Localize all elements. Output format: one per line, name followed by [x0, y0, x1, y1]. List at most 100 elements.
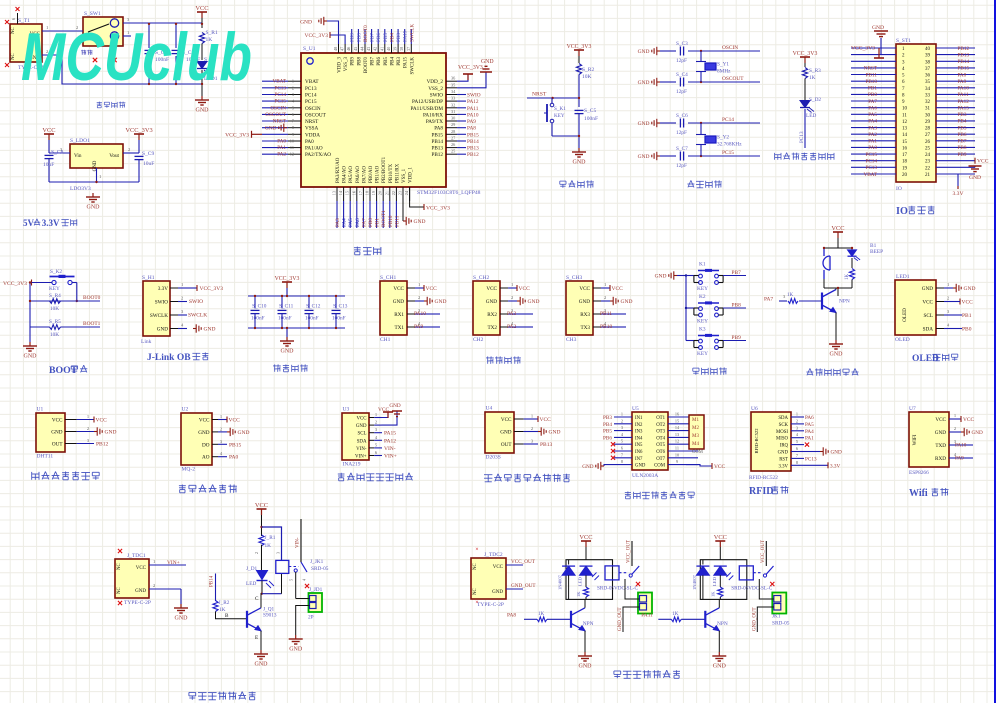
svg-text:IN4: IN4 — [635, 436, 643, 441]
svg-text:PA1: PA1 — [277, 145, 286, 151]
svg-text:DO: DO — [202, 442, 210, 448]
svg-text:VCC_3V3: VCC_3V3 — [793, 51, 818, 57]
svg-text:VCC: VCC — [519, 286, 531, 292]
svg-text:PA2: PA2 — [868, 132, 877, 138]
svg-text:GND: GND — [638, 49, 650, 55]
svg-text:12: 12 — [290, 152, 294, 157]
svg-text:S_C8: S_C8 — [51, 150, 63, 156]
svg-text:25: 25 — [451, 149, 455, 154]
svg-text:2: 2 — [128, 147, 130, 152]
svg-text:PA4: PA4 — [342, 218, 348, 227]
svg-text:22: 22 — [925, 166, 931, 171]
svg-text:VCC: VCC — [486, 286, 497, 292]
svg-text:GND: GND — [872, 25, 884, 31]
svg-text:VSS_2: VSS_2 — [428, 86, 443, 92]
svg-text:GND: GND — [492, 590, 503, 595]
svg-text:GND: GND — [922, 286, 933, 292]
svg-text:PB8: PB8 — [356, 33, 362, 42]
svg-text:10K: 10K — [50, 306, 59, 312]
svg-text:2P: 2P — [308, 615, 314, 621]
svg-text:1N4007: 1N4007 — [692, 574, 697, 590]
svg-text:GND: GND — [831, 450, 842, 456]
svg-text:PC15: PC15 — [305, 99, 317, 105]
svg-text:1: 1 — [181, 282, 183, 287]
svg-text:IN5: IN5 — [635, 443, 643, 448]
svg-text:VCC: VCC — [426, 286, 438, 292]
svg-text:5: 5 — [292, 105, 294, 110]
svg-text:VCC: VCC — [356, 417, 366, 422]
svg-text:PC15: PC15 — [274, 99, 286, 105]
svg-text:×: × — [475, 547, 478, 553]
svg-text:CH1: CH1 — [380, 337, 391, 343]
svg-text:GND: GND — [289, 647, 303, 653]
svg-text:13: 13 — [902, 127, 908, 132]
svg-text:35: 35 — [451, 82, 455, 87]
svg-text:RX1: RX1 — [394, 312, 404, 318]
svg-text:K2: K2 — [699, 294, 706, 300]
svg-text:J_JK1: J_JK1 — [310, 559, 324, 565]
svg-text:PA6: PA6 — [868, 106, 877, 112]
svg-text:2: 2 — [954, 426, 956, 431]
svg-text:1: 1 — [954, 413, 956, 418]
svg-text:NRST: NRST — [273, 119, 287, 125]
svg-text:GND: GND — [486, 299, 497, 305]
svg-text:PC14: PC14 — [305, 93, 317, 99]
svg-text:18: 18 — [902, 160, 908, 165]
svg-text:NRST: NRST — [305, 119, 319, 125]
svg-text:39: 39 — [925, 54, 931, 59]
svg-text:VCC_3V3: VCC_3V3 — [304, 33, 328, 39]
svg-text:5: 5 — [621, 439, 623, 444]
svg-text:S_C7: S_C7 — [676, 146, 688, 152]
svg-text:S_ST1: S_ST1 — [896, 38, 911, 44]
svg-text:1: 1 — [153, 559, 155, 564]
svg-text:39: 39 — [393, 47, 398, 51]
svg-text:U4: U4 — [486, 406, 493, 412]
svg-text:GND: GND — [500, 430, 511, 436]
svg-text:BEEP: BEEP — [870, 249, 883, 255]
svg-text:PB14: PB14 — [958, 59, 970, 65]
svg-text:32.768KHz: 32.768KHz — [717, 142, 742, 148]
svg-text:GND: GND — [157, 327, 168, 333]
svg-text:8MHz: 8MHz — [717, 69, 731, 75]
svg-text:PB12: PB12 — [958, 46, 970, 52]
svg-text:VCC: VCC — [52, 418, 63, 424]
svg-text:VCC: VCC — [612, 286, 624, 292]
svg-text:MQ-2: MQ-2 — [182, 467, 196, 473]
svg-text:OT3: OT3 — [656, 430, 665, 435]
svg-text:3.3V: 3.3V — [779, 464, 789, 469]
svg-text:IN6: IN6 — [635, 450, 643, 455]
svg-text:GND: GND — [255, 662, 269, 668]
svg-text:PA9: PA9 — [414, 324, 424, 330]
svg-text:24: 24 — [925, 153, 931, 158]
svg-text:GND: GND — [265, 126, 277, 132]
svg-text:VCC: VCC — [195, 5, 208, 12]
svg-text:3: 3 — [796, 425, 798, 430]
svg-text:PB9: PB9 — [350, 33, 356, 42]
svg-text:VCC: VCC — [579, 534, 592, 541]
svg-text:AO: AO — [202, 455, 210, 461]
svg-text:VCC: VCC — [963, 417, 974, 423]
svg-text:15: 15 — [675, 418, 679, 423]
svg-text:LED: LED — [246, 581, 256, 587]
svg-text:PB14: PB14 — [210, 575, 215, 587]
svg-text:NC: NC — [473, 563, 478, 570]
svg-text:GND: GND — [87, 205, 101, 211]
svg-text:J_TDC1: J_TDC1 — [127, 553, 146, 559]
svg-text:26: 26 — [925, 140, 931, 145]
svg-text:Wifi: Wifi — [909, 488, 928, 499]
svg-text:PC13: PC13 — [274, 85, 286, 91]
svg-text:100nF: 100nF — [305, 316, 319, 322]
svg-text:PB7: PB7 — [371, 57, 376, 66]
svg-text:12pF: 12pF — [676, 163, 687, 169]
svg-text:PA10: PA10 — [958, 86, 970, 92]
svg-text:GND_OUT: GND_OUT — [511, 583, 536, 589]
svg-text:IO: IO — [896, 206, 908, 217]
svg-text:VCC: VCC — [229, 418, 241, 424]
svg-text:30: 30 — [451, 116, 455, 121]
svg-text:OSCIN: OSCIN — [305, 106, 321, 112]
svg-text:OUT: OUT — [52, 442, 63, 448]
svg-text:VIN+: VIN+ — [355, 455, 367, 460]
svg-text:OSCOUT: OSCOUT — [722, 76, 744, 82]
svg-text:GND: GND — [579, 664, 593, 670]
svg-text:2: 2 — [375, 420, 377, 425]
